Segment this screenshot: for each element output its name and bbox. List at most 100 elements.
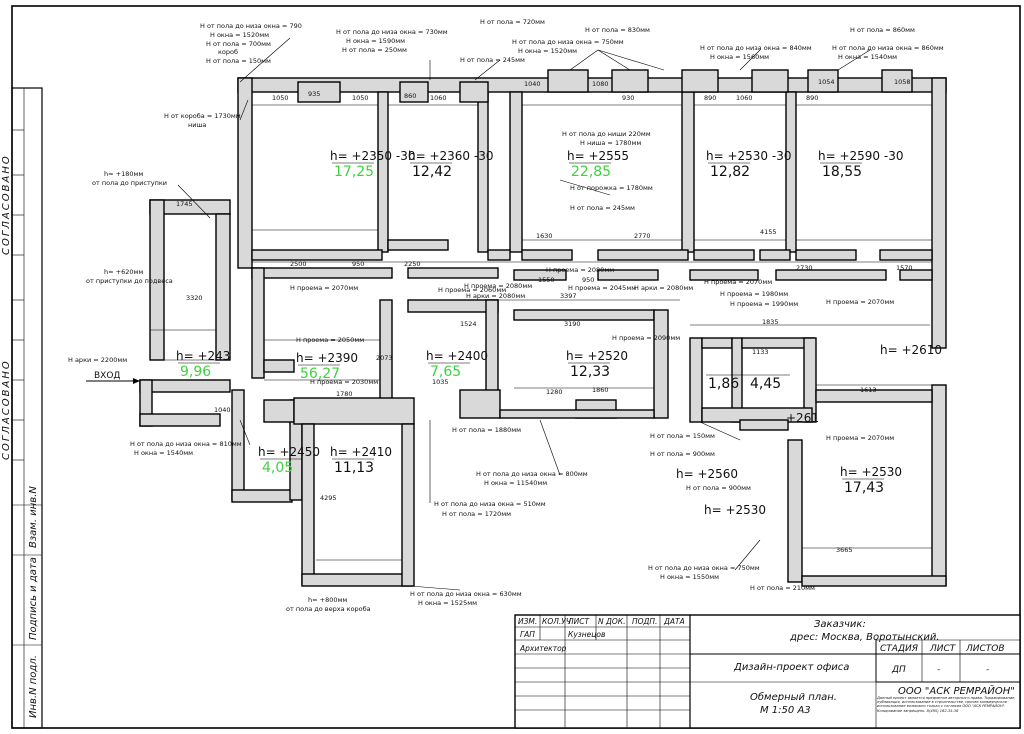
note: H от пола = 245мм: [460, 56, 525, 64]
tb-sheet: -: [937, 665, 940, 675]
tb-sheets: -: [986, 665, 989, 675]
dimension-numbers: 1050 935 1050 860 1060 1040 1080 930 890…: [176, 78, 913, 554]
room-area: 7,65: [430, 364, 461, 380]
dim: 1280: [546, 388, 563, 396]
note: H от порожка = 1780мм: [570, 184, 653, 192]
dim: 4155: [760, 228, 777, 236]
note: H окна = 1540мм: [838, 53, 897, 61]
room-area: 4,05: [262, 460, 293, 476]
dim: 2500: [290, 260, 307, 268]
room-label: 4,45: [748, 374, 790, 392]
tb-header-kol: КОЛ.УЧ: [542, 617, 571, 626]
agreed-label-2: СОГЛАСОВАНО: [1, 359, 12, 460]
dim: 1040: [524, 80, 541, 88]
note: H проема = 2060мм: [438, 286, 506, 294]
dim: 860: [404, 92, 416, 100]
room-height: h= +2555: [567, 149, 629, 163]
note: H от пола до низа окна = 750мм: [512, 38, 624, 46]
dim: 2073: [376, 354, 393, 362]
dim: 1133: [752, 348, 769, 356]
room-label: h= +2610: [880, 343, 942, 357]
room-height: h= +2390: [296, 351, 358, 365]
note: H от пола до низа окна = 790: [200, 22, 302, 30]
note: H окна = 1520мм: [518, 47, 577, 55]
note: H проема = 2070мм: [826, 434, 894, 442]
dim: 1570: [896, 264, 913, 272]
dim: 935: [308, 90, 320, 98]
room-height: h= +2590 -30: [818, 149, 903, 163]
sign-date-label: Подпись и дата: [28, 557, 39, 640]
room-height: h= +2360 -30: [408, 149, 493, 163]
room-area: 11,13: [334, 460, 374, 476]
dim: 1630: [536, 232, 553, 240]
dim: 4295: [320, 494, 337, 502]
room-area: 4,45: [750, 376, 781, 392]
room-height: h= +243: [176, 349, 230, 363]
room-height: h= +2530: [704, 503, 766, 517]
dim: 1745: [176, 200, 193, 208]
note: H окна = 1525мм: [418, 599, 477, 607]
note: H от пола = 900мм: [686, 484, 751, 492]
room-area: 22,85: [571, 164, 611, 180]
note: H арки = 2200мм: [68, 356, 127, 364]
dim: 1040: [214, 406, 231, 414]
note: H окна = 1590мм: [346, 37, 405, 45]
entrance-label: ВХОД: [94, 371, 120, 381]
dim: 1060: [430, 94, 447, 102]
note: H от пола до низа окна = 730мм: [336, 28, 448, 36]
note: H от пола = 245мм: [570, 204, 635, 212]
room-height: h= +2350 -30: [330, 149, 415, 163]
note: H проема = 2080мм: [546, 266, 614, 274]
note: H проема = 2070мм: [704, 278, 772, 286]
dim: 1035: [432, 378, 449, 386]
room-area: 12,82: [710, 164, 750, 180]
dim: 1524: [460, 320, 477, 328]
entrance-marker: ВХОД: [86, 371, 140, 384]
dim: 1550: [538, 276, 555, 284]
dim: 890: [806, 94, 818, 102]
dim: 1050: [352, 94, 369, 102]
dim: 1060: [736, 94, 753, 102]
dim: 950: [582, 276, 594, 284]
note: H от пола до низа окна = 810мм: [130, 440, 242, 448]
tb-header-izm: ИЗМ.: [518, 617, 537, 626]
note: короб: [218, 48, 238, 56]
tb-sheet-title: Обмерный план.: [750, 691, 837, 703]
room-height: h= +2450: [258, 445, 320, 459]
dim: 2770: [634, 232, 651, 240]
note: H от пола = 210мм: [750, 584, 815, 592]
note: H от пола до низа окна = 510мм: [434, 500, 546, 508]
note: H от пола = 250мм: [342, 46, 407, 54]
dim: 3665: [836, 546, 853, 554]
note: H окна = 1540мм: [134, 449, 193, 457]
room-height: h= +2530 -30: [706, 149, 791, 163]
room-area: 17,25: [334, 164, 374, 180]
note: H ниша = 1780мм: [580, 139, 641, 147]
note: H проема = 2070мм: [290, 284, 358, 292]
dim: 1058: [894, 78, 911, 86]
tb-address: дрес: Москва, Воротынский.: [789, 632, 940, 643]
dim: 2250: [404, 260, 421, 268]
tb-architect: Архитектор: [519, 644, 567, 653]
note: от пола до приступки: [92, 179, 167, 187]
note: H проема = 2045мм: [568, 284, 636, 292]
note: H от пола = 1720мм: [442, 510, 511, 518]
dim: 2730: [796, 264, 813, 272]
room-height: h= +2400: [426, 349, 488, 363]
dim: 1613: [860, 386, 877, 394]
room-area: 12,33: [570, 364, 610, 380]
note: H от пола до низа окна = 800мм: [476, 470, 588, 478]
note: H от пола = 1880мм: [452, 426, 521, 434]
room-height: h= +2560: [676, 467, 738, 481]
room-area: 56,27: [300, 366, 340, 382]
note: H от пола до низа окна = 750мм: [648, 564, 760, 572]
